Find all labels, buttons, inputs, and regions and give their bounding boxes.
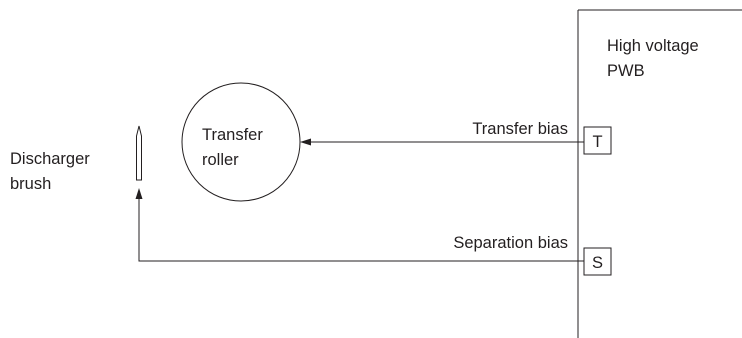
- discharger-brush-label-line1: Discharger: [10, 150, 90, 168]
- transfer-roller-label-line1: Transfer: [202, 126, 263, 144]
- transfer-roller-circle: [181, 82, 301, 202]
- discharger-brush-label-line2: brush: [10, 175, 51, 193]
- transfer-bias-label: Transfer bias: [472, 120, 568, 138]
- transfer-bias-arrowhead: [300, 138, 311, 146]
- separation-bias-connection: Separation bias: [135, 188, 584, 262]
- pwb-title-line1: High voltage: [607, 37, 699, 55]
- discharger-brush: Discharger brush: [10, 125, 142, 193]
- transfer-roller-label-line2: roller: [202, 151, 239, 169]
- transfer-bias-connection: Transfer bias: [300, 120, 584, 146]
- transfer-roller: Transfer roller: [181, 82, 301, 202]
- terminal-t-label: T: [592, 133, 602, 151]
- terminal-s-box: [583, 247, 612, 276]
- terminal-t-box: [583, 126, 612, 155]
- separation-bias-label: Separation bias: [453, 234, 568, 252]
- discharger-brush-shape: [136, 125, 142, 181]
- high-voltage-pwb: High voltage PWB: [577, 9, 742, 338]
- separation-bias-line: [138, 197, 584, 262]
- terminal-t: T: [583, 126, 612, 155]
- separation-bias-arrowhead: [135, 188, 143, 199]
- terminal-s: S: [583, 247, 612, 276]
- pwb-title-line2: PWB: [607, 62, 645, 80]
- terminal-s-label: S: [592, 254, 603, 272]
